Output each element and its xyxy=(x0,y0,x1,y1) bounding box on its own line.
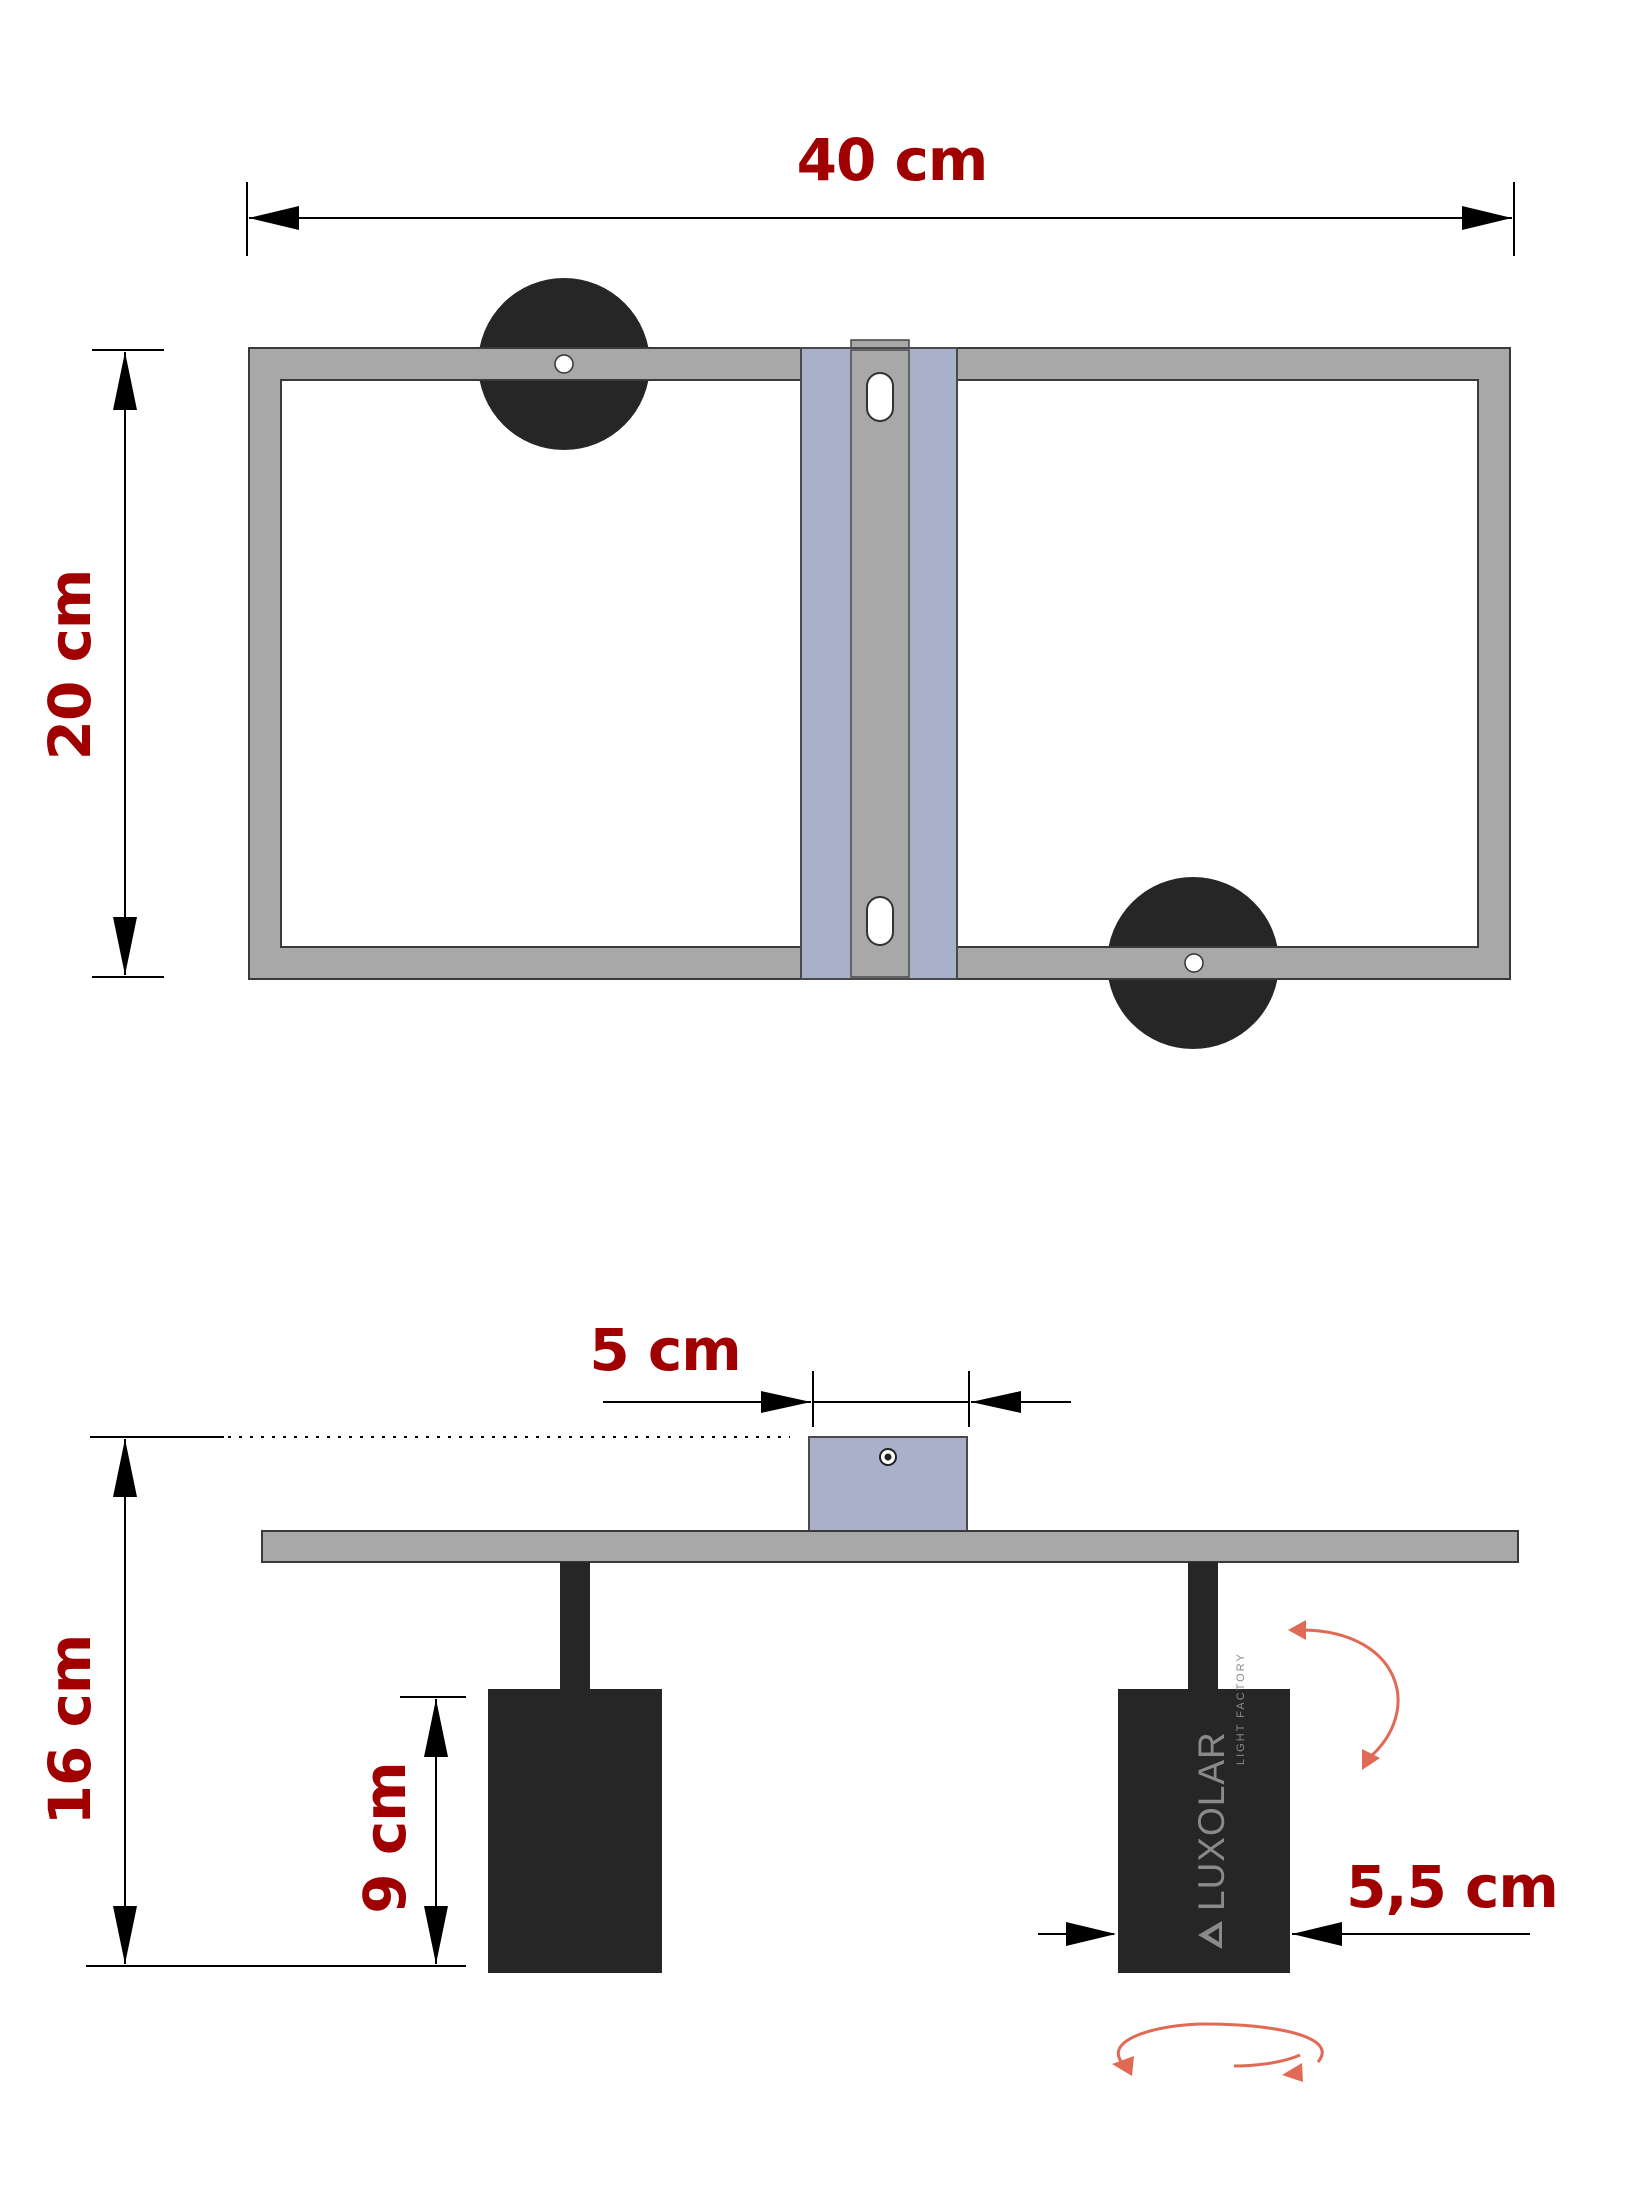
head-diameter-label: 5,5 cm xyxy=(1346,1853,1558,1921)
brand-name: LUXOLAR xyxy=(1191,1731,1232,1911)
side-mounting-screw-core xyxy=(884,1453,892,1461)
mounting-slot-top xyxy=(866,372,894,422)
mount-width-dimension: 5 cm xyxy=(589,1316,1071,1427)
head-height-dimension: 9 cm xyxy=(351,1696,466,1964)
mounting-slot-bottom xyxy=(866,896,894,946)
brand-tagline: LIGHT FACTORY xyxy=(1235,1652,1247,1765)
mount-width-label: 5 cm xyxy=(589,1316,740,1384)
total-height-label: 16 cm xyxy=(36,1635,104,1826)
triangle-logo-icon xyxy=(1198,1921,1222,1949)
mounting-plate xyxy=(800,339,958,980)
total-height-dimension: 16 cm xyxy=(36,1436,466,1967)
height-dimension: 20 cm xyxy=(36,349,164,978)
width-dimension: 40 cm xyxy=(246,126,1515,256)
top-view: 40 cm 20 cm xyxy=(36,126,1515,1049)
side-bar xyxy=(261,1530,1519,1563)
brand-mark: LUXOLAR LIGHT FACTORY xyxy=(1191,1652,1247,1949)
side-view: 5 cm 16 cm LUXOLAR LIGHT FACTORY xyxy=(36,1316,1559,2082)
pivot-hole-left xyxy=(554,354,574,374)
head-height-label: 9 cm xyxy=(351,1762,419,1913)
rotation-arrow-icon xyxy=(1112,2022,1324,2082)
curved-double-arrow-icon xyxy=(1288,1620,1400,1770)
cylinder-head-left xyxy=(488,1689,662,1973)
stem-right xyxy=(1188,1562,1218,1690)
rectangular-frame xyxy=(248,347,1511,980)
pivot-hole-right xyxy=(1184,953,1204,973)
head-diameter-dimension: 5,5 cm xyxy=(1038,1853,1559,1946)
width-label: 40 cm xyxy=(797,126,988,194)
cylinder-head-right xyxy=(1118,1689,1290,1973)
stem-left xyxy=(560,1562,590,1690)
height-label: 20 cm xyxy=(36,570,104,761)
